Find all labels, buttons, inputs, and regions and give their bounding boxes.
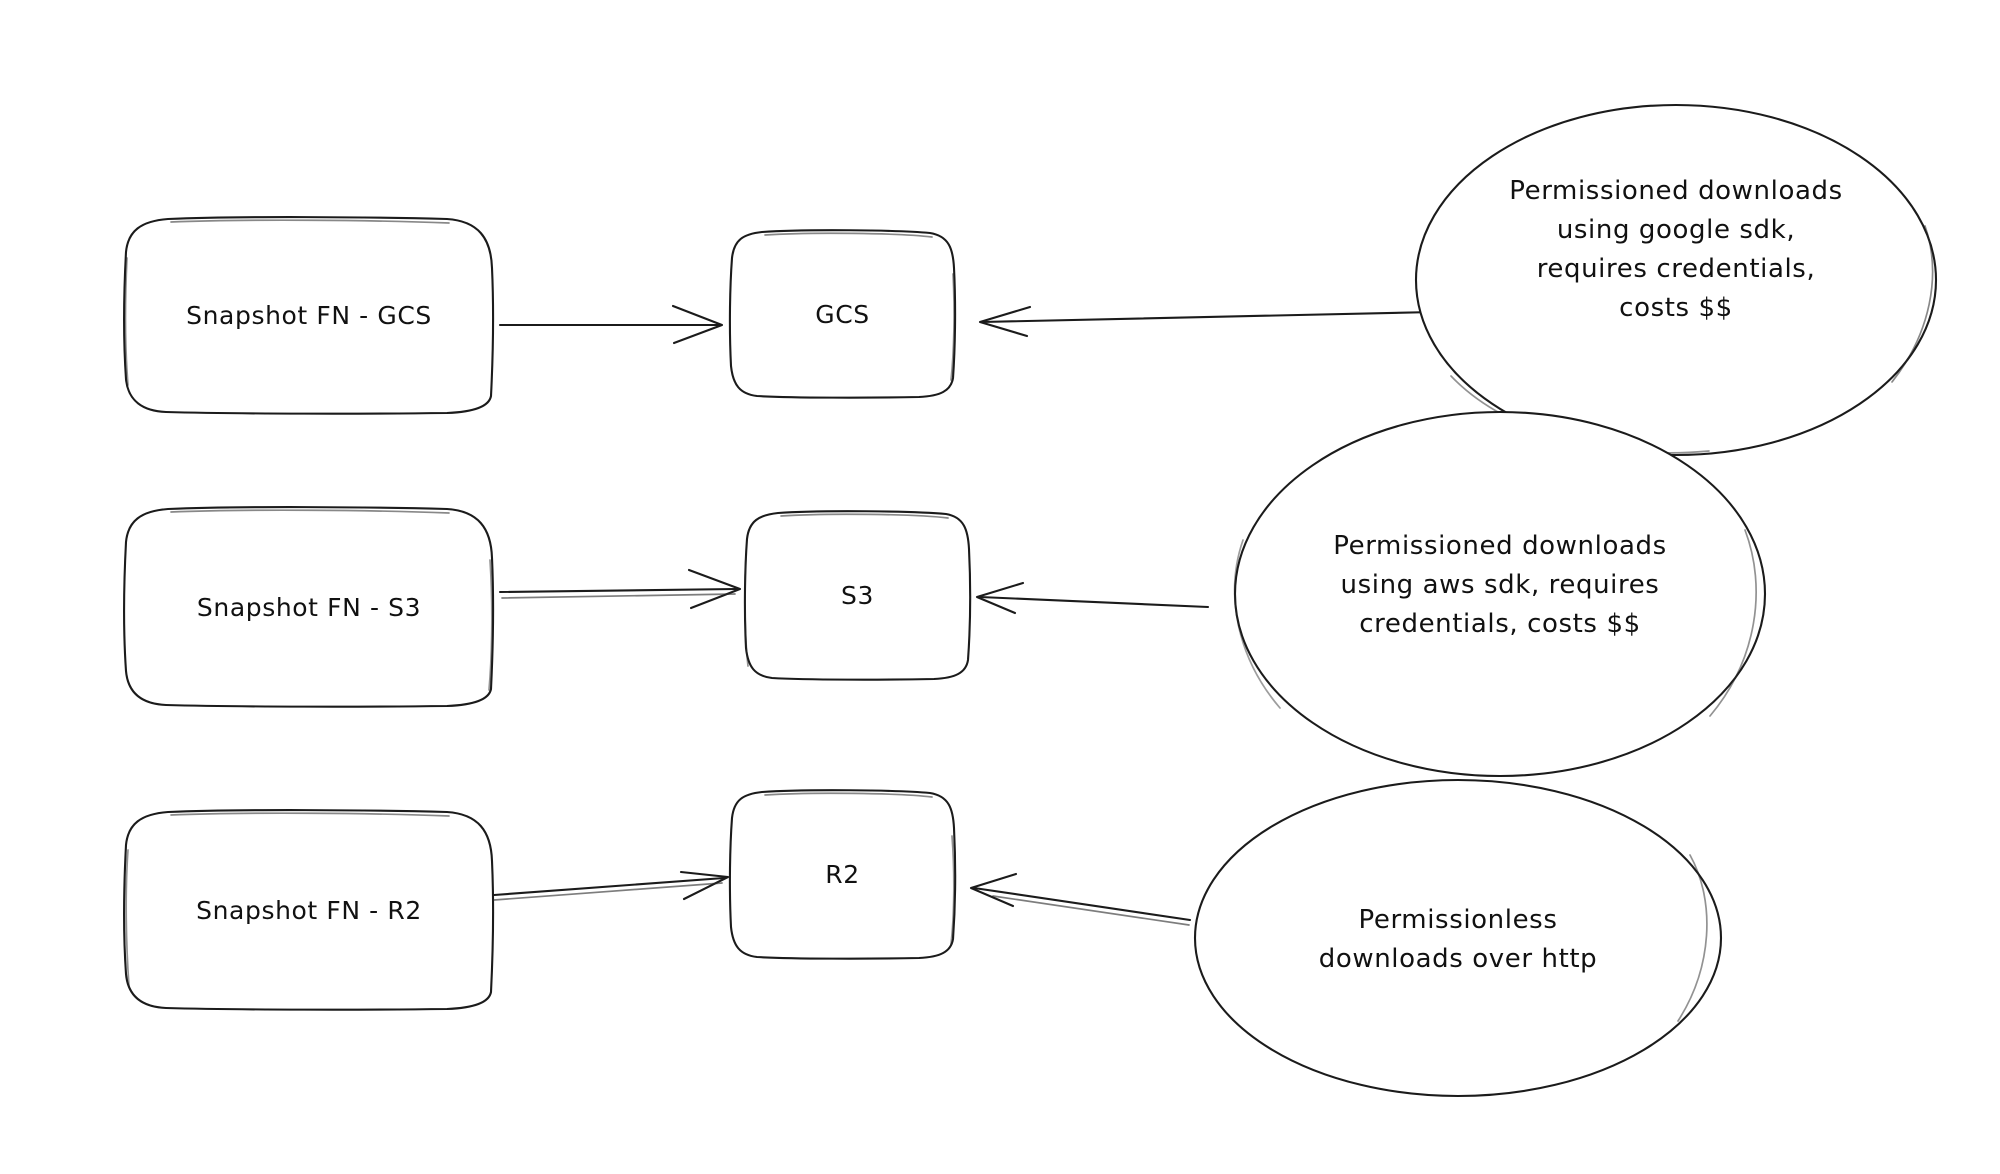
node-snapshot-fn-s3-label: Snapshot FN - S3 [196,592,422,622]
edge-r2-note [969,872,1192,926]
node-snapshot-fn-r2[interactable] [123,809,495,1011]
note-gcs[interactable] [1414,103,1938,457]
node-gcs-label: GCS [815,299,870,329]
note-gcs-label: Permissioned downloads using google sdk,… [1509,176,1843,323]
node-snapshot-fn-r2-label-wrap: Snapshot FN - R2 [126,812,492,1009]
note-s3-label: Permissioned downloads using aws sdk, re… [1333,530,1667,639]
note-r2-label-wrap: Permissionless downloads over http [1228,880,1688,1000]
note-r2-label: Permissionless downloads over http [1318,905,1598,974]
edge-s3-write [498,568,742,610]
edge-s3-note [975,581,1210,615]
node-gcs[interactable] [728,229,957,399]
node-snapshot-fn-r2-label: Snapshot FN - R2 [196,895,422,925]
edge-gcs-note [978,305,1436,338]
node-s3-label-wrap: S3 [746,513,969,679]
edge-r2-write [492,870,730,901]
node-snapshot-fn-gcs[interactable] [123,216,495,415]
node-r2[interactable] [728,789,957,960]
edge-gcs-write [498,304,724,345]
note-s3[interactable] [1233,410,1767,778]
node-snapshot-fn-s3[interactable] [123,506,495,708]
node-gcs-label-wrap: GCS [731,232,954,397]
node-snapshot-fn-gcs-label: Snapshot FN - GCS [186,301,432,331]
node-s3[interactable] [743,510,972,681]
note-s3-label-wrap: Permissioned downloads using aws sdk, re… [1270,500,1730,670]
node-snapshot-fn-s3-label-wrap: Snapshot FN - S3 [126,509,492,706]
node-s3-label: S3 [841,581,874,611]
node-snapshot-fn-gcs-label-wrap: Snapshot FN - GCS [126,219,492,413]
node-r2-label-wrap: R2 [731,792,954,958]
node-r2-label: R2 [825,860,860,890]
note-gcs-label-wrap: Permissioned downloads using google sdk,… [1446,150,1906,350]
note-r2[interactable] [1193,778,1723,1098]
